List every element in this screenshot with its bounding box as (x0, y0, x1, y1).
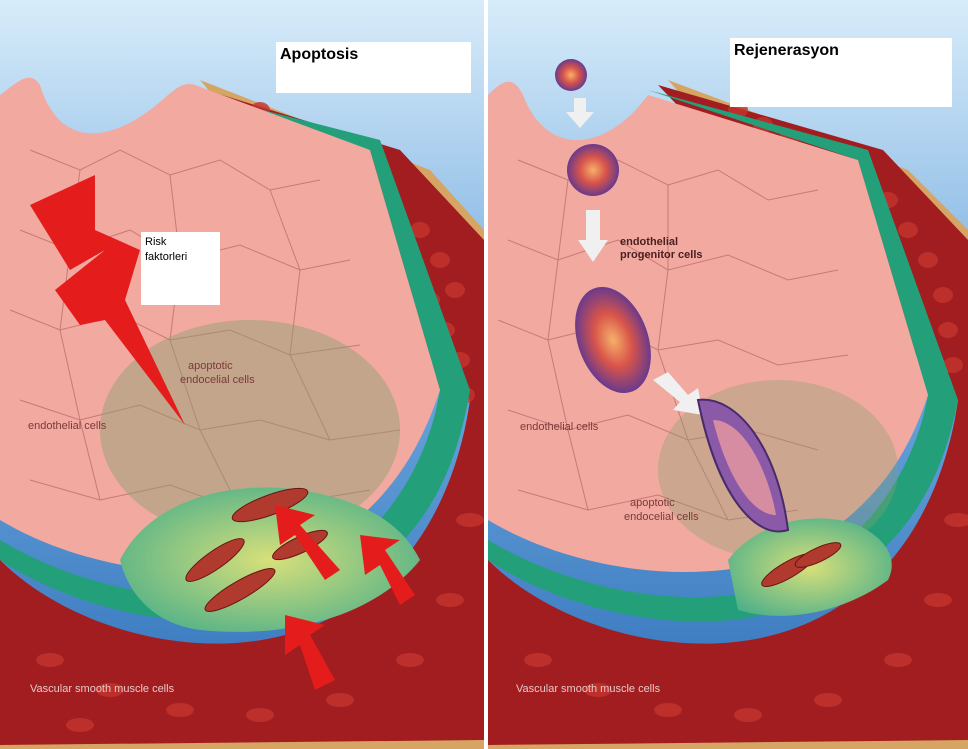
progenitor-cell-2 (567, 144, 619, 196)
left-endothelial-label: endothelial cells (28, 420, 106, 432)
right-progenitor-line2: progenitor cells (620, 249, 703, 261)
right-endothelial-label: endothelial cells (520, 421, 598, 433)
right-progenitor-line1: endothelial (620, 236, 678, 248)
left-vascular-label: Vascular smooth muscle cells (30, 683, 174, 695)
risk-factors-box: Risk faktorleri (141, 232, 220, 305)
right-apoptotic-line2: endocelial cells (624, 511, 699, 523)
risk-label-line2: faktorleri (145, 251, 187, 263)
apoptosis-title-box: Apoptosis (276, 42, 471, 93)
regeneration-title-box: Rejenerasyon (730, 38, 952, 107)
progenitor-cell-1 (555, 59, 587, 91)
regeneration-illustration (488, 0, 968, 749)
apoptosis-panel: Apoptosis Risk faktorleri apoptotic endo… (0, 0, 484, 749)
regeneration-panel: Rejenerasyon endothelial progenitor cell… (488, 0, 968, 749)
risk-label-line1: Risk (145, 236, 166, 248)
regeneration-title: Rejenerasyon (734, 42, 839, 60)
left-apoptotic-line1: apoptotic (188, 360, 233, 372)
left-apoptotic-line2: endocelial cells (180, 374, 255, 386)
right-apoptotic-line1: apoptotic (630, 497, 675, 509)
right-vascular-label: Vascular smooth muscle cells (516, 683, 660, 695)
apoptosis-title: Apoptosis (280, 46, 358, 64)
